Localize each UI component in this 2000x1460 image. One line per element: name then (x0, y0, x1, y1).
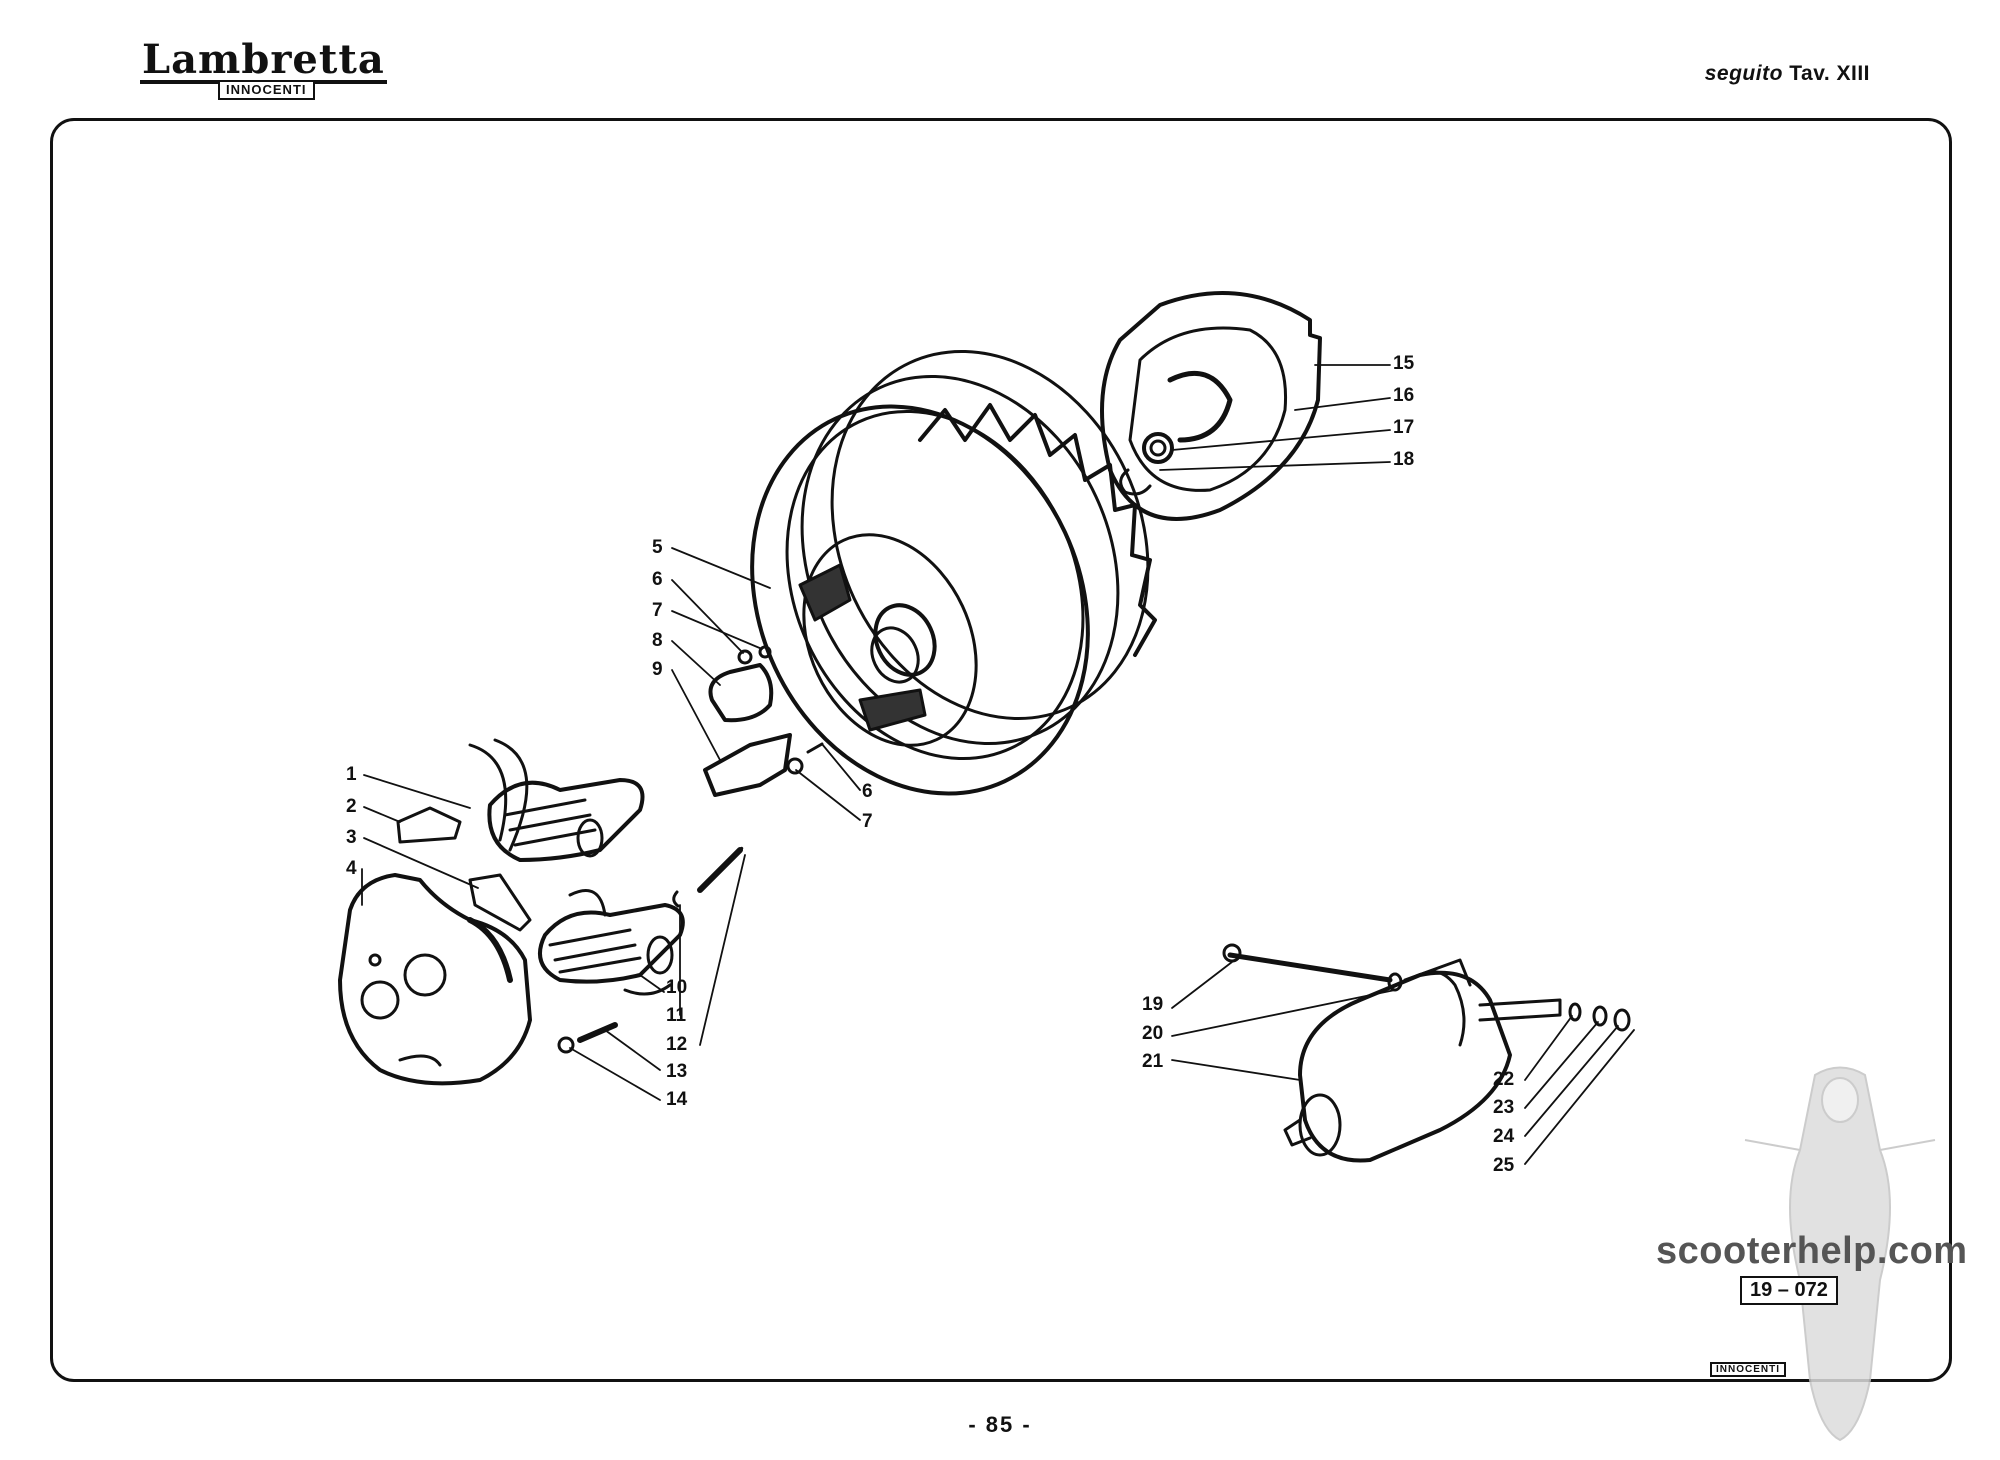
flywheel-cover (1100, 291, 1322, 521)
lambretta-logo: Lambretta INNOCENTI (140, 40, 387, 100)
callout-7-lower: 7 (862, 811, 873, 832)
ignition-coil-lower (538, 889, 685, 996)
callout-6-lower: 6 (862, 781, 873, 802)
brand-sub-badge: INNOCENTI (218, 80, 315, 100)
callout-11: 11 (666, 1005, 687, 1026)
callout-20: 20 (1142, 1023, 1164, 1044)
callout-14: 14 (666, 1089, 688, 1110)
scooter-watermark-image (1744, 1066, 1936, 1442)
callout-17: 17 (1393, 417, 1415, 438)
plate-title-prefix: seguito (1704, 62, 1783, 85)
callout-7-upper: 7 (652, 600, 663, 621)
callout-5: 5 (652, 537, 663, 558)
flywheel-rotor (750, 350, 1157, 796)
callout-leaders (361, 364, 1635, 1165)
callout-2: 2 (346, 796, 357, 817)
plate-title-number: Tav. XIII (1789, 62, 1870, 85)
callout-1: 1 (346, 764, 357, 785)
watermark-text: scooterhelp.com (1656, 1230, 1968, 1272)
contact-breaker-parts (703, 645, 824, 797)
callout-23: 23 (1493, 1097, 1515, 1118)
callout-22: 22 (1493, 1069, 1515, 1090)
callout-19: 19 (1142, 994, 1164, 1015)
callout-15: 15 (1393, 353, 1415, 374)
callout-4: 4 (346, 858, 357, 879)
innocenti-corner-logo: INNOCENTI (1710, 1362, 1786, 1377)
callout-16: 16 (1393, 385, 1415, 406)
plate-title: seguito Tav. XIII (1705, 62, 1870, 86)
diagram-frame (50, 118, 1952, 1382)
callout-18: 18 (1393, 449, 1415, 470)
callout-6-upper: 6 (652, 569, 663, 590)
starter-motor (1222, 943, 1631, 1163)
callout-13: 13 (666, 1061, 688, 1082)
callout-3: 3 (346, 827, 357, 848)
callout-12: 12 (666, 1034, 688, 1055)
stator-plate (338, 873, 532, 1086)
callout-10: 10 (666, 977, 688, 998)
callout-25: 25 (1493, 1155, 1515, 1176)
small-parts-left (396, 806, 744, 1054)
callout-21: 21 (1142, 1051, 1164, 1072)
callout-9: 9 (652, 659, 663, 680)
page-number: - 85 - (968, 1412, 1032, 1437)
callout-8: 8 (652, 630, 663, 651)
callout-24: 24 (1493, 1126, 1515, 1147)
ignition-coil-upper (468, 738, 645, 862)
reference-code: 19 – 072 (1740, 1276, 1838, 1305)
